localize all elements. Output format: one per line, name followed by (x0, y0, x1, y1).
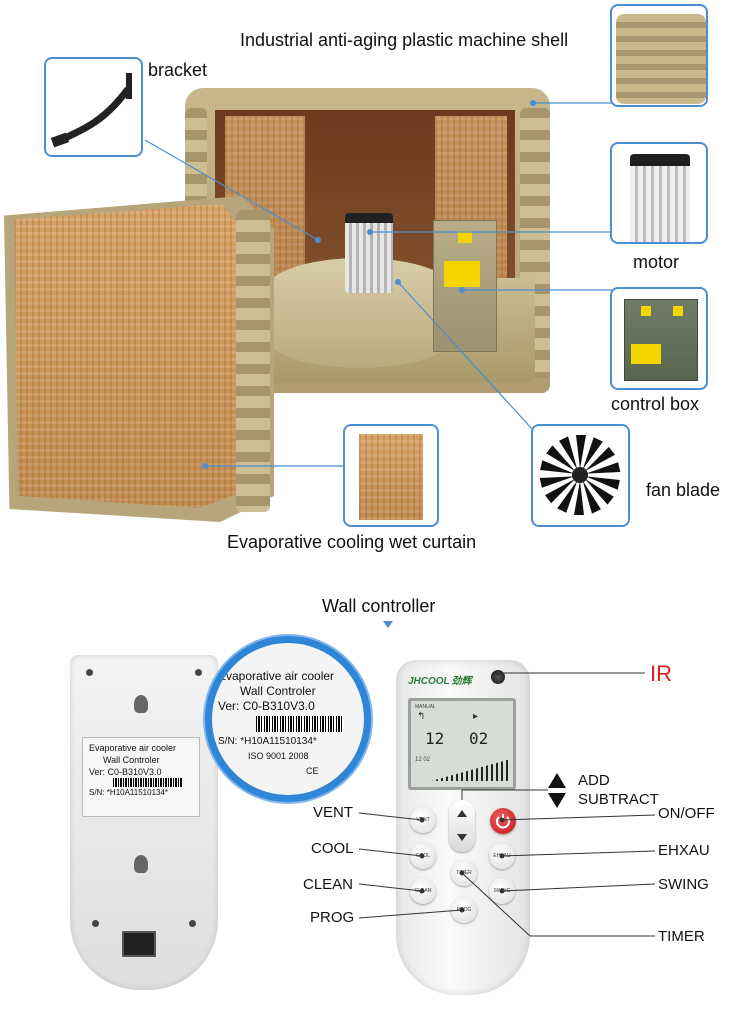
fan-blade-vane (584, 478, 614, 505)
screw-hole (189, 920, 196, 927)
warning-sticker (444, 261, 480, 287)
screw-hole (86, 669, 93, 676)
rj-port (122, 931, 156, 957)
brand-cn-text: 劲辉 (451, 676, 472, 687)
control-box-thumbnail (610, 287, 708, 390)
mag-iso: ISO 9001 2008 (248, 751, 309, 761)
wall-controller-title: Wall controller (322, 596, 436, 616)
label-magnifier: Evaporative air cooler Wall Controler Ve… (205, 636, 371, 802)
bracket-label: bracket (148, 60, 208, 80)
on-off-label: ON/OFF (658, 805, 715, 822)
mag-barcode (256, 716, 344, 732)
brand-text: JHCOOL (408, 676, 450, 687)
add-label: ADD (578, 772, 610, 789)
keyhole-icon (134, 695, 148, 713)
lcd-time-left: 12 (425, 729, 445, 748)
clean-label: CLEAN (303, 876, 354, 893)
add-triangle-icon (548, 773, 566, 788)
control-box-sticker (631, 344, 661, 364)
prog-label: PROG (310, 909, 355, 926)
control-box-image (624, 299, 698, 381)
motor-thumbnail (610, 142, 708, 244)
fan-blade-image (539, 435, 621, 515)
motor-image (630, 154, 690, 242)
ir-label: IR (650, 661, 672, 686)
mag-ver: Ver: C0-B310V3.0 (218, 699, 315, 713)
lcd-small: 12 02 (415, 757, 431, 763)
magnified-label: Evaporative air cooler Wall Controler Ve… (218, 669, 364, 779)
shell-motor (345, 213, 393, 293)
screw-hole (92, 920, 99, 927)
wet-curtain-image (359, 434, 423, 520)
fan-blade-vane (584, 446, 616, 472)
mag-ce: CE (306, 766, 319, 776)
small-label-barcode (113, 778, 183, 787)
timer-label: TIMER (658, 928, 705, 945)
subtract-triangle-icon (548, 793, 566, 808)
fan-blade-vane (559, 436, 578, 470)
swing-label: SWING (658, 876, 709, 893)
small-label-line2: Wall Controler (103, 755, 160, 765)
bracket-thumbnail (44, 57, 143, 157)
warning-sticker (458, 231, 472, 243)
lcd-mode: MANUAL (415, 704, 436, 710)
lcd-screen: MANUAL ↰ ▸ 12 02 12 02 (408, 698, 516, 790)
screw-hole (195, 669, 202, 676)
wet-curtain-label: Evaporative cooling wet curtain (227, 532, 477, 552)
title-caret-icon (383, 621, 393, 628)
fan-blade-vane (582, 437, 603, 470)
shell-thumb-image (616, 14, 706, 104)
subtract-label: SUBTRACT (578, 791, 659, 808)
controller-back: Evaporative air cooler Wall Controler Ve… (70, 655, 218, 990)
fan-blade-vane (585, 476, 620, 490)
fan-blade-vane (539, 476, 575, 488)
mag-line2: Wall Controler (240, 684, 316, 698)
bracket-image (50, 73, 132, 148)
shell-control-box (433, 220, 497, 352)
fan-blade-label: fan blade (646, 480, 721, 500)
rocker-down-icon[interactable] (457, 834, 467, 841)
shell-label: Industrial anti-aging plastic machine sh… (240, 30, 569, 50)
up-down-rocker[interactable] (449, 800, 475, 852)
front-pad-media (14, 204, 240, 508)
keyhole-icon (134, 855, 148, 873)
fan-blade-vane (544, 478, 576, 504)
fan-blade-vane (582, 480, 601, 514)
lcd-arrow-icon: ▸ (473, 711, 479, 722)
fan-blade-vane (576, 435, 586, 469)
small-label-sn: S/N: *H10A11510134* (89, 788, 169, 797)
fan-blade-vane (540, 460, 575, 474)
small-label-ver: Ver: C0-B310V3.0 (89, 767, 162, 777)
fan-blade-vane (557, 480, 578, 513)
fan-blade-vane (574, 481, 584, 515)
control-box-sticker (641, 306, 651, 316)
ehxau-label: EHXAU (658, 842, 710, 859)
mag-sn: S/N: *H10A11510134* (218, 736, 317, 747)
lcd-fan-icon: ↰ (417, 711, 426, 722)
motor-label: motor (633, 252, 680, 272)
control-box-sticker (673, 306, 683, 316)
lcd-time-right: 02 (469, 729, 489, 748)
front-pad-ribs (236, 210, 270, 512)
cool-label: COOL (311, 840, 354, 857)
small-label-line1: Evaporative air cooler (89, 743, 177, 753)
fan-hub (572, 467, 588, 483)
back-small-label: Evaporative air cooler Wall Controler Ve… (82, 737, 200, 817)
rocker-up-icon[interactable] (457, 810, 467, 817)
fan-blade-vane (585, 462, 621, 474)
wet-curtain-thumbnail (343, 424, 439, 527)
vent-label: VENT (313, 804, 354, 821)
fan-blade-vane (546, 445, 576, 472)
shell-thumbnail (610, 4, 708, 107)
fan-blade-thumbnail (531, 424, 630, 527)
control-box-label: control box (611, 394, 700, 414)
mag-line1: Evaporative air cooler (218, 669, 335, 683)
